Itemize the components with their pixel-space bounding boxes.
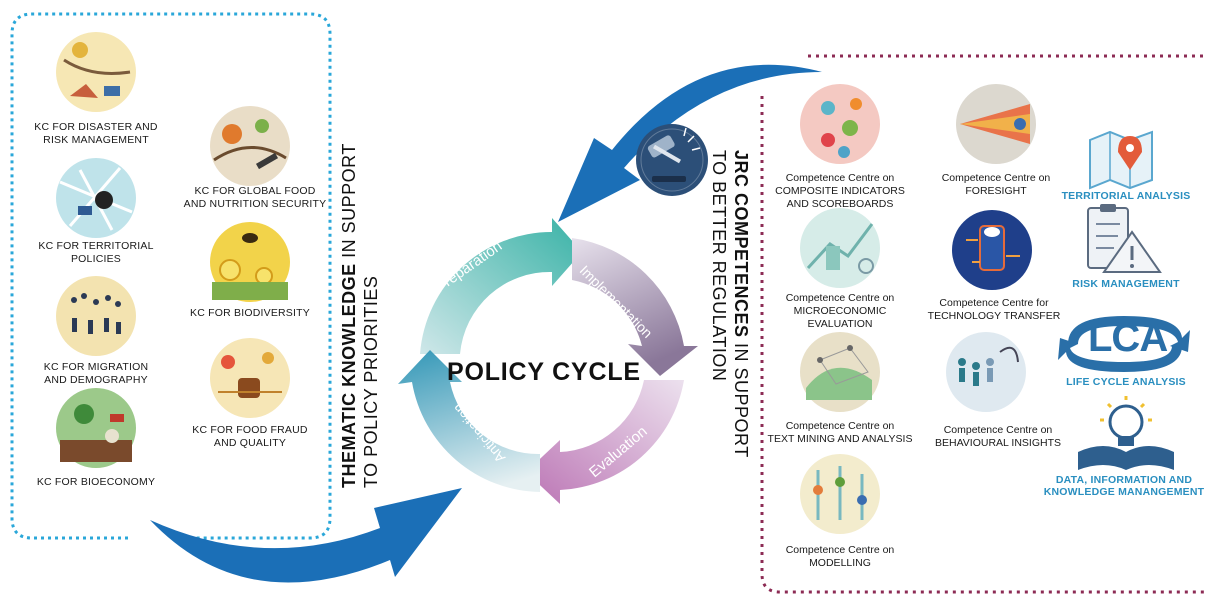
kc-disaster-risk: KC FOR DISASTER AND RISK MANAGEMENT <box>26 117 166 147</box>
kc-label: KC FOR BIOECONOMY <box>36 476 156 488</box>
kc-label: KC FOR DISASTER AND RISK MANAGEMENT <box>34 121 158 146</box>
kc-label: KC FOR GLOBAL FOOD AND NUTRITION SECURIT… <box>183 185 327 210</box>
tool-territorial-analysis: TERRITORIAL ANALYSIS <box>1056 188 1196 202</box>
tool-territorial-analysis-icon <box>1089 130 1153 190</box>
thematic-heading-line2: TO POLICY PRIORITIES <box>361 275 381 488</box>
kc-label: KC FOR BIODIVERSITY <box>190 307 310 319</box>
tool-label: TERRITORIAL ANALYSIS <box>1061 190 1191 202</box>
policy-cycle-title: POLICY CYCLE <box>447 358 641 386</box>
cc-modelling: Competence Centre on MODELLING <box>770 540 910 570</box>
tool-data-knowledge: DATA, INFORMATION AND KNOWLEDGE MANANGEM… <box>1040 472 1208 498</box>
thematic-heading: THEMATIC KNOWLEDGE IN SUPPORT TO POLICY … <box>338 143 382 488</box>
cc-behavioural: Competence Centre on BEHAVIOURAL INSIGHT… <box>928 420 1068 450</box>
cc-label: Competence Centre on MICROECONOMIC EVALU… <box>785 292 895 330</box>
kc-migration: KC FOR MIGRATION AND DEMOGRAPHY <box>26 357 166 387</box>
cc-label: Competence Centre on MODELLING <box>785 544 895 569</box>
kc-label: KC FOR MIGRATION AND DEMOGRAPHY <box>43 361 149 386</box>
cc-label: Competence Centre on COMPOSITE INDICATOR… <box>775 172 905 210</box>
tool-label: LIFE CYCLE ANALYSIS <box>1066 376 1186 388</box>
cc-label: Competence Centre on BEHAVIOURAL INSIGHT… <box>934 424 1062 449</box>
kc-label: KC FOR FOOD FRAUD AND QUALITY <box>192 424 308 449</box>
cc-behavioural-icon <box>946 332 1026 412</box>
cc-microeconomic: Competence Centre on MICROECONOMIC EVALU… <box>770 288 910 331</box>
tool-lca-icon <box>1058 316 1190 372</box>
jrc-frame <box>760 54 1206 594</box>
kc-biodiversity: KC FOR BIODIVERSITY <box>180 303 320 320</box>
cc-label: Competence Centre on TEXT MINING AND ANA… <box>767 420 913 445</box>
kc-disaster-risk-icon <box>56 32 136 112</box>
tool-life-cycle-analysis: LIFE CYCLE ANALYSIS <box>1056 374 1196 388</box>
kc-territorial-policies: KC FOR TERRITORIAL POLICIES <box>26 236 166 266</box>
phase-implementation-arrow <box>572 238 698 376</box>
tool-label: DATA, INFORMATION AND KNOWLEDGE MANANGEM… <box>1043 474 1205 498</box>
thematic-heading-bold: THEMATIC KNOWLEDGE <box>339 263 359 488</box>
kc-territorial-policies-icon <box>56 158 136 238</box>
jrc-to-cycle-arrow <box>558 64 822 223</box>
kc-migration-icon <box>56 276 136 356</box>
cc-foresight: Competence Centre on FORESIGHT <box>926 168 1066 198</box>
cc-technology-transfer: Competence Centre for TECHNOLOGY TRANSFE… <box>922 293 1066 323</box>
policy-cycle-ring <box>398 218 698 504</box>
cc-text-mining-icon <box>800 332 880 412</box>
cc-technology-transfer-icon <box>952 210 1032 290</box>
phase-evaluation-arrow <box>526 380 684 504</box>
gavel-icon <box>636 124 708 196</box>
cc-text-mining: Competence Centre on TEXT MINING AND ANA… <box>764 416 916 446</box>
kc-bioeconomy-icon <box>56 388 136 468</box>
lca-badge: LCA <box>1088 316 1168 360</box>
kc-food-fraud: KC FOR FOOD FRAUD AND QUALITY <box>180 420 320 450</box>
cc-label: Competence Centre on FORESIGHT <box>941 172 1051 197</box>
tool-risk-management-icon <box>1087 204 1162 273</box>
tool-label: RISK MANAGEMENT <box>1072 278 1180 290</box>
jrc-heading-rest: IN SUPPORT <box>731 337 751 458</box>
phase-anticipation-arrow <box>398 350 540 492</box>
jrc-heading-line2: TO BETTER REGULATION <box>709 150 729 382</box>
jrc-heading-bold: JRC COMPETENCES <box>731 150 751 338</box>
tool-risk-management: RISK MANAGEMENT <box>1056 276 1196 290</box>
kc-biodiversity-icon <box>210 222 290 302</box>
cc-microeconomic-icon <box>800 208 880 288</box>
cc-foresight-icon <box>956 84 1036 164</box>
jrc-heading: JRC COMPETENCES IN SUPPORT TO BETTER REG… <box>708 150 752 458</box>
phase-preparation-arrow <box>420 218 582 354</box>
tool-lightbulb-book-icon <box>1078 396 1174 470</box>
cc-label: Competence Centre for TECHNOLOGY TRANSFE… <box>927 297 1061 322</box>
kc-food-security: KC FOR GLOBAL FOOD AND NUTRITION SECURIT… <box>180 181 330 211</box>
cc-composite-indicators: Competence Centre on COMPOSITE INDICATOR… <box>770 168 910 211</box>
thematic-frame <box>10 12 332 540</box>
kc-food-security-icon <box>210 106 290 186</box>
kc-label: KC FOR TERRITORIAL POLICIES <box>38 240 154 265</box>
cc-composite-indicators-icon <box>800 84 880 164</box>
cc-modelling-icon <box>800 454 880 534</box>
thematic-to-cycle-arrow <box>150 488 462 583</box>
thematic-heading-rest: IN SUPPORT <box>339 143 359 264</box>
kc-bioeconomy: KC FOR BIOECONOMY <box>26 472 166 489</box>
kc-food-fraud-icon <box>210 338 290 418</box>
